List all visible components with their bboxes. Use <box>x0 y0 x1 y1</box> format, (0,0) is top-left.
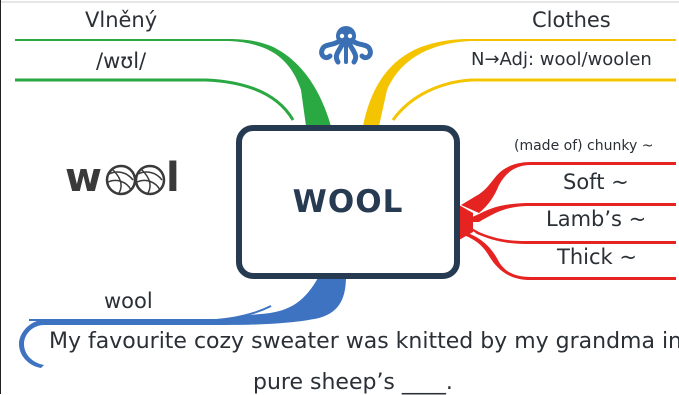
collocation-item: Thick ~ <box>557 245 637 269</box>
logo-letter-l: l <box>166 155 180 201</box>
word-form-text: N→Adj: wool/woolen <box>471 49 652 70</box>
yarn-ball-icon <box>105 164 166 196</box>
example-sentence-line2: pure sheep’s ____. <box>253 370 453 395</box>
green-branch <box>15 39 331 126</box>
center-word: WOOL <box>292 184 404 220</box>
pronunciation-text: /wʊl/ <box>96 49 147 73</box>
collocation-item: Lamb’s ~ <box>546 207 647 231</box>
center-box <box>236 125 460 279</box>
collocation-item: Soft ~ <box>563 170 629 194</box>
translation-text: Vlněný <box>85 8 158 32</box>
octopus-icon <box>319 26 373 65</box>
example-sentence-line1: My favourite cozy sweater was knitted by… <box>49 329 679 354</box>
blue-branch <box>19 276 346 368</box>
logo-letter-w: w <box>65 155 102 201</box>
red-branch <box>459 162 676 280</box>
answer-label: wool <box>104 289 153 313</box>
yellow-branch <box>363 39 676 126</box>
chunky-header-text: (made of) chunky ~ <box>514 138 654 154</box>
topic-text: Clothes <box>532 8 611 32</box>
